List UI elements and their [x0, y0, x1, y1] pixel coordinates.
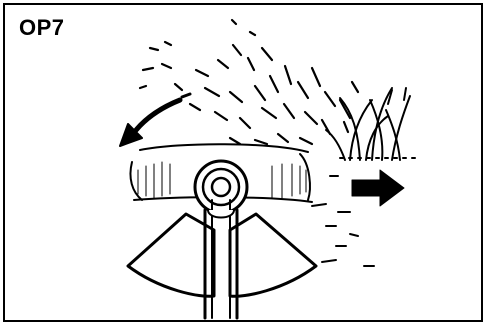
blade-guard [126, 212, 318, 298]
grass-clippings-icon [138, 18, 360, 146]
trimmer-shaft [203, 199, 239, 320]
direction-arrow-icon [351, 169, 405, 207]
rotation-arrow-icon [119, 92, 192, 147]
cut-stubble [311, 175, 375, 267]
grass-stand [325, 87, 421, 161]
figure-label: OP7 [19, 15, 65, 40]
cutting-head-icon [129, 143, 313, 215]
